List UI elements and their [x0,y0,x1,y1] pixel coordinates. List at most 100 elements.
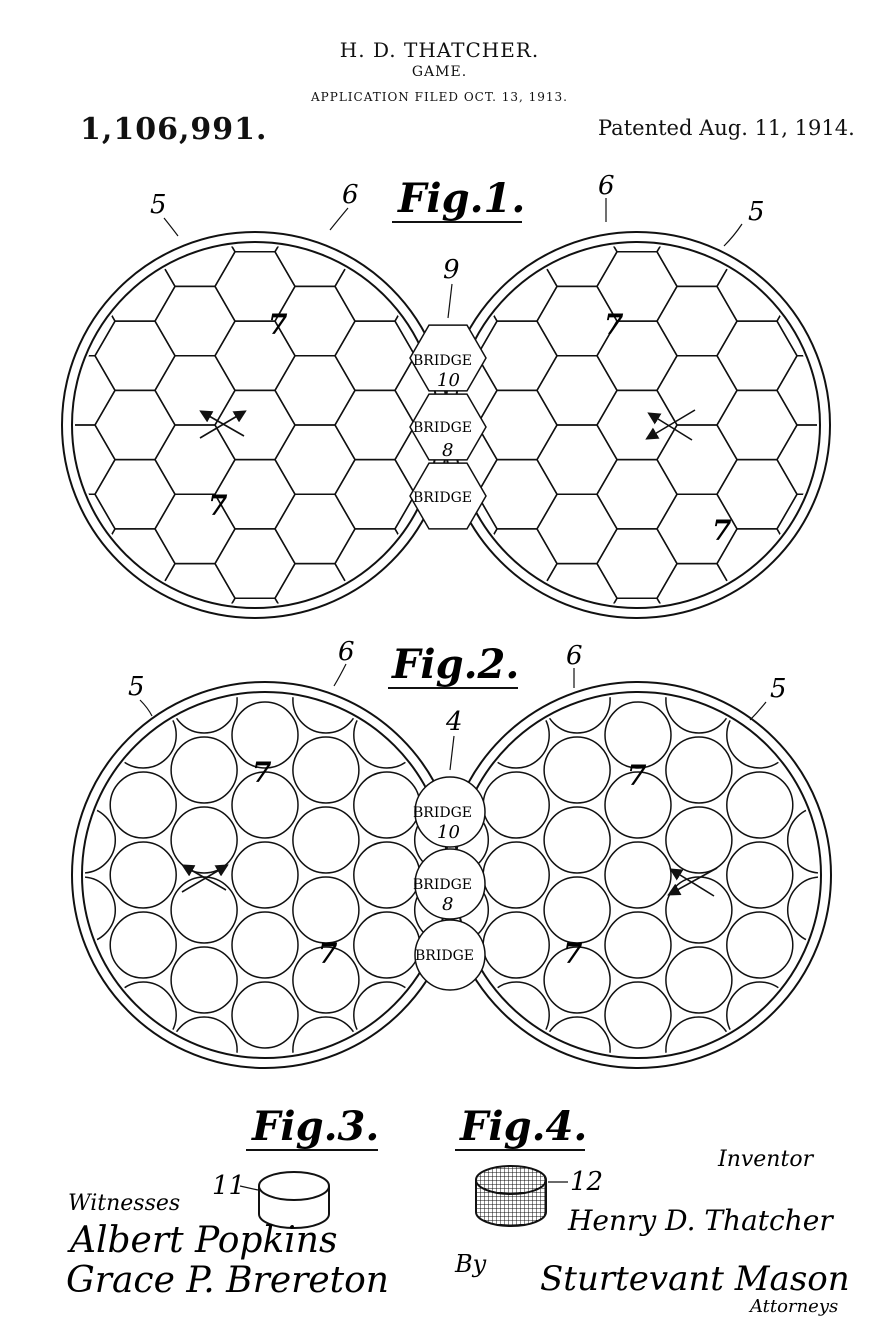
patent-number: 1,106,991. [80,112,268,147]
circle-cell [458,876,490,944]
fig3-label: Fig.3. [251,1103,379,1150]
fig1-bridge-number-10: 10 [437,370,460,391]
fig2-ref-6-left: 6 [338,637,355,667]
fig1-cell-label-7: 7 [208,489,228,522]
circle-cell [726,981,794,1049]
hexagon-cell [536,493,618,565]
circle-cell [231,841,299,909]
hexagon-cell [274,424,356,496]
circle-cell [726,841,794,909]
hexagon-cell [334,320,416,392]
fig1-bridge-cells [409,324,487,530]
circle-cell [109,841,177,909]
inventor-signature: Henry D. Thatcher [567,1204,834,1237]
circle-cell [482,911,550,979]
hexagon-cell [394,354,435,426]
circle-cell [543,806,611,874]
hexagon-cell [476,458,558,530]
inventor-label: Inventor [717,1147,815,1172]
circle-cell [292,736,360,804]
circle-cell [604,771,672,839]
circle-cell [292,876,360,944]
fig1-bridge-label: BRIDGE [413,353,472,369]
bridge-circle-cell [414,848,486,920]
hexagon-cell [394,424,435,496]
circle-cell [726,771,794,839]
circle-cell [85,806,117,874]
circle-cell [482,701,550,769]
hexagon-cell [394,285,435,357]
circle-cell [665,876,733,944]
application-filed-line: APPLICATION FILED OCT. 13, 1913. [311,90,568,104]
circle-cell [353,771,421,839]
fig2-bridge-number-8: 8 [442,894,453,915]
signature-block: Inventor Henry D. Thatcher Witnesses Alb… [66,1147,850,1317]
fig2-bridge-label: BRIDGE [413,805,472,821]
circle-cell [170,876,238,944]
hexagon-cell [656,424,738,496]
circle-cell [170,806,238,874]
inventor-name-heading: H. D. THATCHER. [339,38,540,62]
fig2-bridge-label: BRIDGE [413,877,472,893]
fig1-leader-lines [163,198,743,319]
circle-cell [726,701,794,769]
circle-cell [604,981,672,1049]
hexagon-cell [334,458,416,530]
circle-cell [458,806,490,874]
hexagon-cell [274,493,356,565]
hexagon-cell [656,285,738,357]
hexagon-cell [596,389,678,461]
circle-cell [665,736,733,804]
fig2-ref-4: 4 [445,707,463,737]
crossed-arrows-icon [181,864,229,893]
fig2-cell-label-7: 7 [252,756,272,789]
crossed-arrows-icon [667,867,718,897]
circle-cell [413,806,445,874]
figure-1-hexagon-board: 7 7 7 7 BRIDGE 10 BRIDGE 8 BRIDGE Fig.1.… [61,171,831,619]
fig2-ref-6-right: 6 [566,641,583,671]
hexagon-cell [656,354,738,426]
fig1-ref-5-left: 5 [150,190,167,220]
hexagon-cell [394,493,435,565]
hexagon-cell [214,389,296,461]
circle-cell [231,981,299,1049]
circle-cell [170,736,238,804]
circle-cell [109,911,177,979]
witness-1-signature: Albert Popkins [67,1220,337,1261]
circle-cell [231,911,299,979]
fig4-label: Fig.4. [459,1103,587,1150]
attorneys-label: Attorneys [748,1296,838,1317]
fig2-bridge-label: BRIDGE [415,948,474,964]
by-label: By [454,1250,487,1278]
hexagon-cell [154,424,236,496]
fig3-ref-11: 11 [212,1171,245,1201]
hexagon-cell [154,285,236,357]
circle-cell [353,841,421,909]
witness-2-signature: Grace P. Brereton [66,1260,389,1301]
circle-cell [543,946,611,1014]
hexagon-cell [274,354,356,426]
crossed-arrows-icon [199,410,247,439]
hexagon-cell [476,389,558,461]
witnesses-label: Witnesses [68,1191,180,1216]
figure-3-plain-counter: Fig.3. 11 [212,1103,379,1229]
hexagon-cell [476,320,558,392]
circle-cell [231,701,299,769]
bridge-circle-cell [414,919,486,991]
circle-cell [726,911,794,979]
fig2-bridge-number-10: 10 [437,822,460,843]
bridge-hexagon-cell [409,393,487,461]
bridge-circle-cell [414,776,486,848]
circle-cell [109,771,177,839]
circle-cell [231,771,299,839]
circle-cell [665,946,733,1014]
hexagon-cell [776,285,817,357]
figure-4-hatched-counter: Fig.4. 12 [455,1103,603,1227]
fig4-ref-12: 12 [570,1167,603,1197]
circle-cell [665,695,733,734]
hexagon-cell [776,493,817,565]
hexagon-cell [596,458,678,530]
circle-cell [353,701,421,769]
fig1-ref-6-left: 6 [342,180,359,210]
hexagon-cell [776,424,817,496]
